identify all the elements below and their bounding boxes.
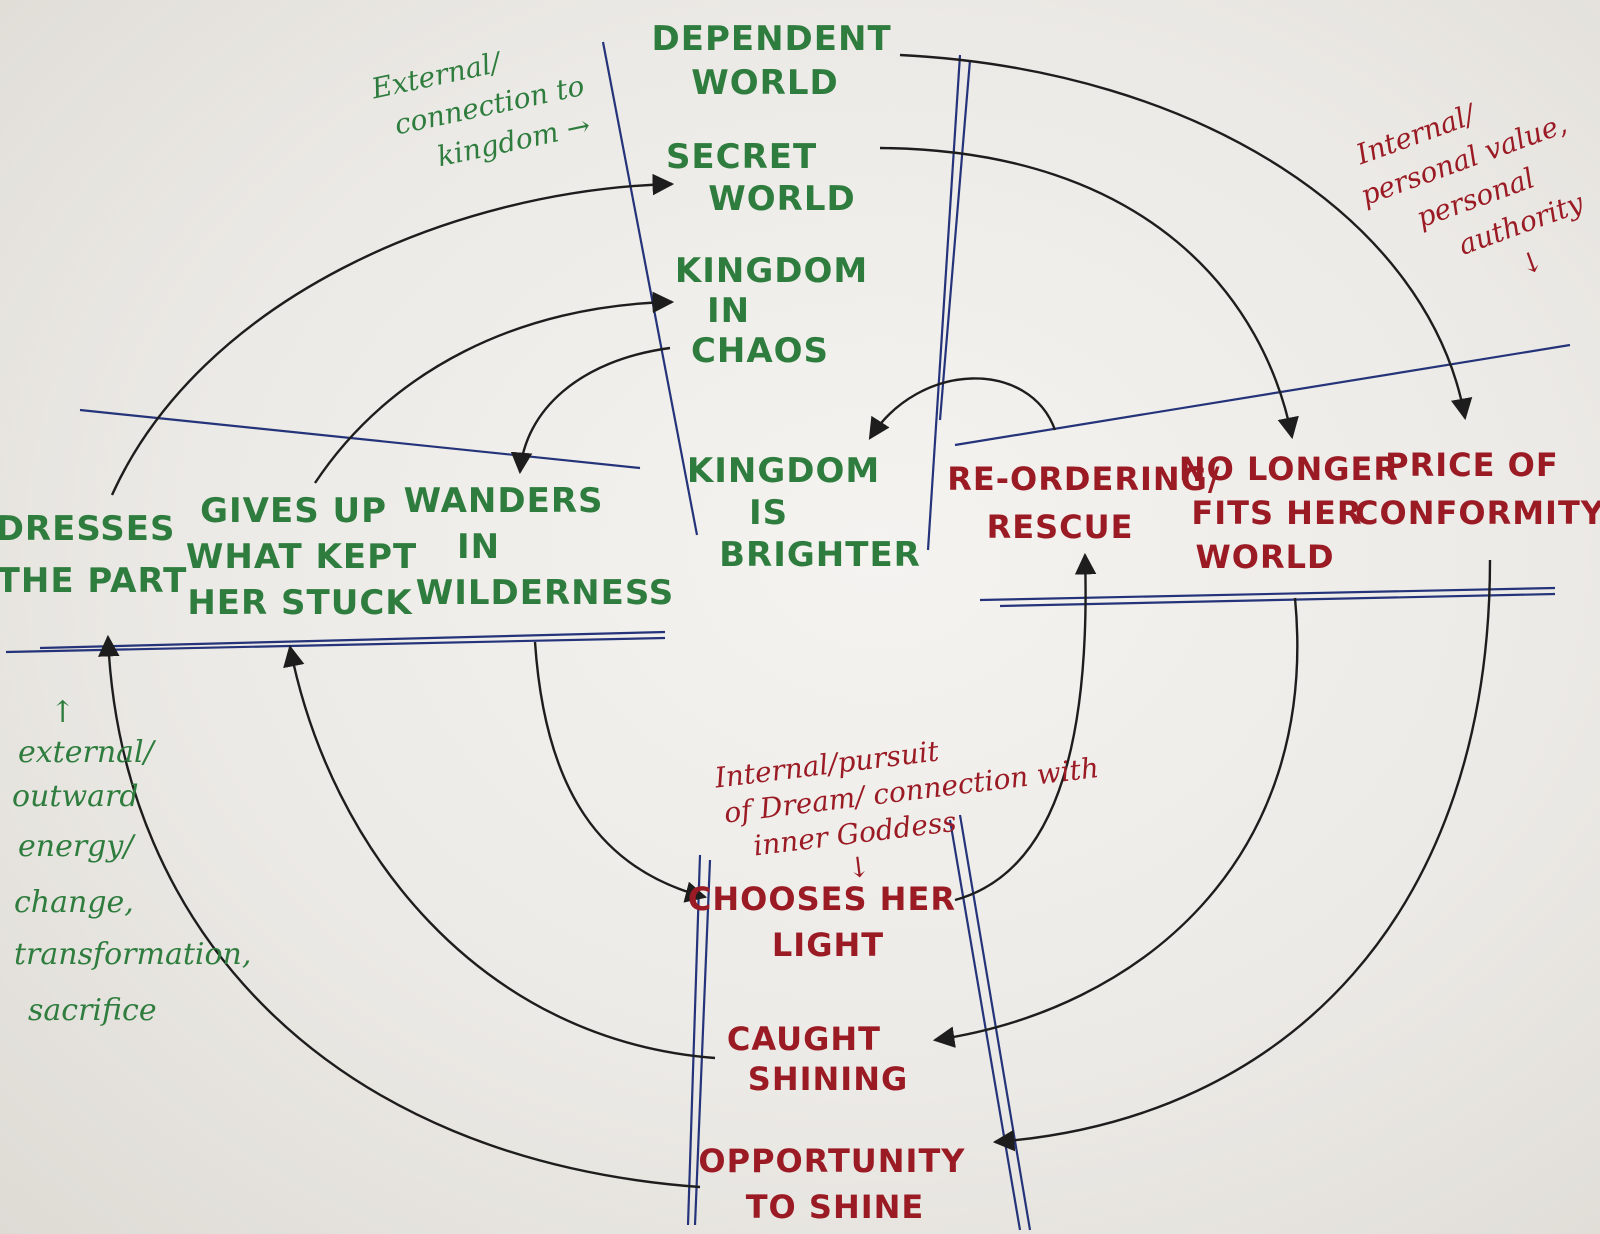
divider-vertical-top-right — [926, 54, 962, 551]
arrow-wanders-to-chooses — [533, 641, 708, 903]
stage-price-of-conformity: PRICE OF CONFORMITY — [1355, 446, 1600, 532]
arrow-price-to-opportunity — [992, 559, 1492, 1152]
stage-labels-green: DEPENDENT WORLD SECRET WORLD KINGDOM IN … — [0, 19, 921, 623]
divider-vertical-bottom-left-2 — [686, 854, 702, 1226]
note-external-outward-energy: ↑ external/ outward energy/ change, tran… — [12, 695, 261, 1028]
stage-labels-red: RE-ORDERING/ RESCUE NO LONGER FITS HER W… — [688, 446, 1600, 1226]
stage-chooses-her-light: CHOOSES HER LIGHT — [688, 880, 968, 964]
divider-vertical-top-right-2 — [938, 59, 972, 421]
arrow-chooses-to-reordering — [954, 552, 1097, 902]
divider-vertical-top-left — [601, 41, 699, 536]
divider-lines — [5, 41, 1571, 1231]
divider-vertical-bottom-left — [693, 859, 712, 1226]
arrow-dresses-to-secret — [110, 173, 675, 496]
stage-no-longer-fits: NO LONGER FITS HER WORLD — [1179, 450, 1411, 576]
arrow-secret-to-nolonger — [879, 146, 1299, 440]
arrow-chaos-to-wanders — [510, 346, 671, 475]
divider-horizontal-left-lower-2 — [39, 630, 666, 650]
stage-kingdom-is-brighter: KINGDOM IS BRIGHTER — [687, 451, 921, 575]
divider-horizontal-right-lower — [979, 586, 1556, 602]
stage-caught-shining: CAUGHT SHINING — [727, 1020, 908, 1098]
stage-gives-up: GIVES UP WHAT KEPT HER STUCK — [186, 491, 430, 623]
arrow-reordering-to-brighter — [868, 377, 1057, 440]
divider-vertical-bottom-right — [948, 819, 1022, 1231]
note-internal-personal-value: Internal/ personal value, personal autho… — [1343, 66, 1600, 325]
arrow-caught-to-gives — [283, 644, 716, 1060]
divider-horizontal-right-lower-2 — [999, 592, 1556, 608]
stage-opportunity-to-shine: OPPORTUNITY TO SHINE — [698, 1142, 977, 1226]
arrow-opportunity-to-dresses — [98, 634, 701, 1189]
note-external-connection-kingdom: External/ connection to kingdom → — [368, 28, 605, 184]
flow-arrows — [98, 53, 1492, 1189]
stage-kingdom-in-chaos: KINGDOM IN CHAOS — [675, 251, 881, 371]
divider-horizontal-right-upper — [954, 343, 1571, 447]
arrow-gives-to-kingdom — [314, 291, 675, 484]
note-internal-pursuit-dream: Internal/pursuit of Dream/ connection wi… — [712, 714, 1118, 900]
stage-reordering-rescue: RE-ORDERING/ RESCUE — [947, 460, 1232, 546]
divider-vertical-bottom-right-2 — [958, 814, 1032, 1231]
stage-secret-world: SECRET WORLD — [666, 137, 856, 219]
stage-dresses-the-part: DRESSES THE PART — [0, 509, 188, 601]
arrow-nolonger-to-caught — [932, 597, 1299, 1048]
divider-horizontal-left-upper — [79, 408, 641, 470]
stage-wanders: WANDERS IN WILDERNESS — [404, 481, 675, 613]
arrow-dependent-to-price — [899, 53, 1473, 421]
stage-dependent-world: DEPENDENT WORLD — [652, 19, 905, 103]
